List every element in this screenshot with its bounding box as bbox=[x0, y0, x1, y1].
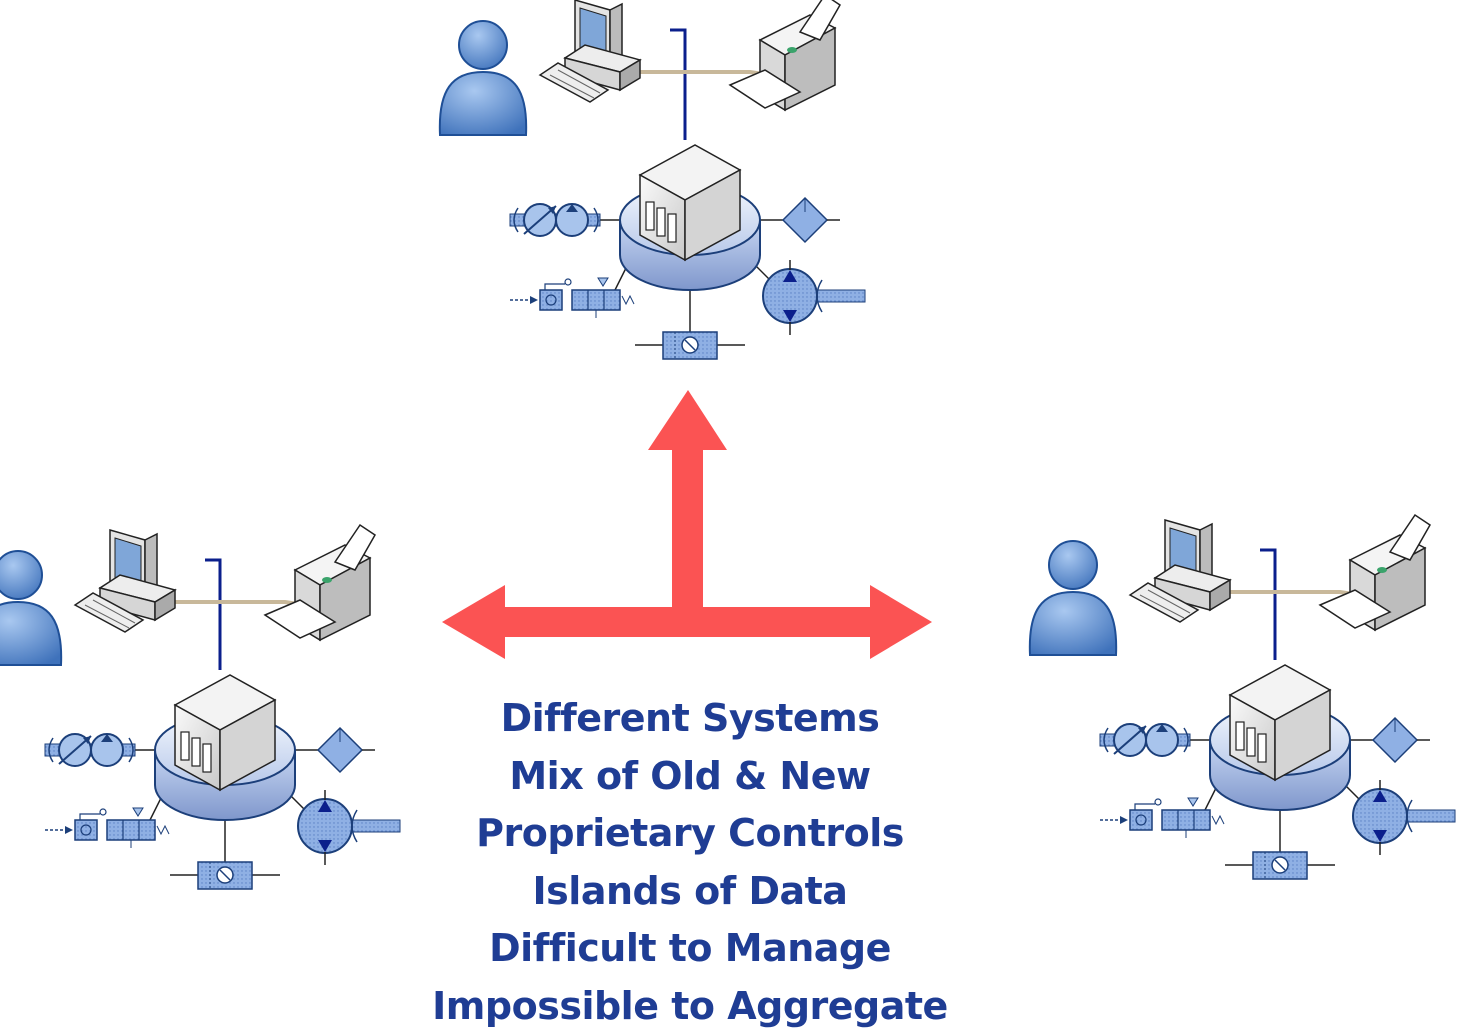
caption-line-different-systems: Different Systems bbox=[430, 690, 950, 748]
station-right bbox=[1030, 515, 1455, 879]
station-top bbox=[440, 0, 865, 359]
caption-line-islands-of-data: Islands of Data bbox=[430, 863, 950, 921]
caption-line-difficult-to-manage: Difficult to Manage bbox=[430, 920, 950, 978]
caption-block: Different Systems Mix of Old & New Propr… bbox=[430, 690, 950, 1035]
three-way-arrow-icon bbox=[442, 390, 932, 659]
caption-line-impossible-to-aggregate: Impossible to Aggregate bbox=[430, 978, 950, 1035]
caption-line-proprietary-controls: Proprietary Controls bbox=[430, 805, 950, 863]
station-left bbox=[0, 525, 400, 889]
caption-line-mix-old-new: Mix of Old & New bbox=[430, 748, 950, 806]
